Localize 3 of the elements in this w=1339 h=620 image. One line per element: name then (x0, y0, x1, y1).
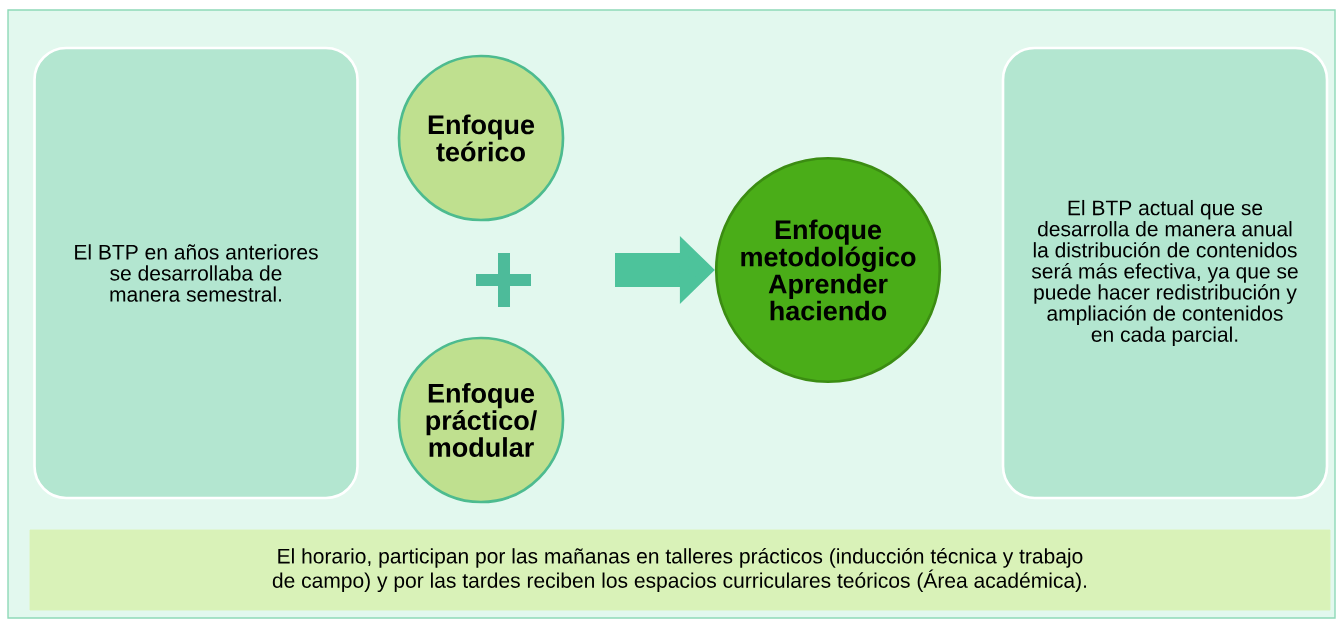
text-box: El BTP en años anteriores se desarrollaba de manera semestral. (33, 46, 359, 500)
text-box: El BTP actual que se desarrolla de manera anual la distribución de contenidos será más efectiva, ya que se puede hacer redistribución y ampliación de contenidos en cada parcial. (1001, 46, 1329, 500)
note-band: El horario, participan por las mañanas en talleres prácticos (inducción técnica y trabajo de campo) y por las tardes reciben los espacios curriculares teóricos (Área académica). (29, 529, 1331, 611)
